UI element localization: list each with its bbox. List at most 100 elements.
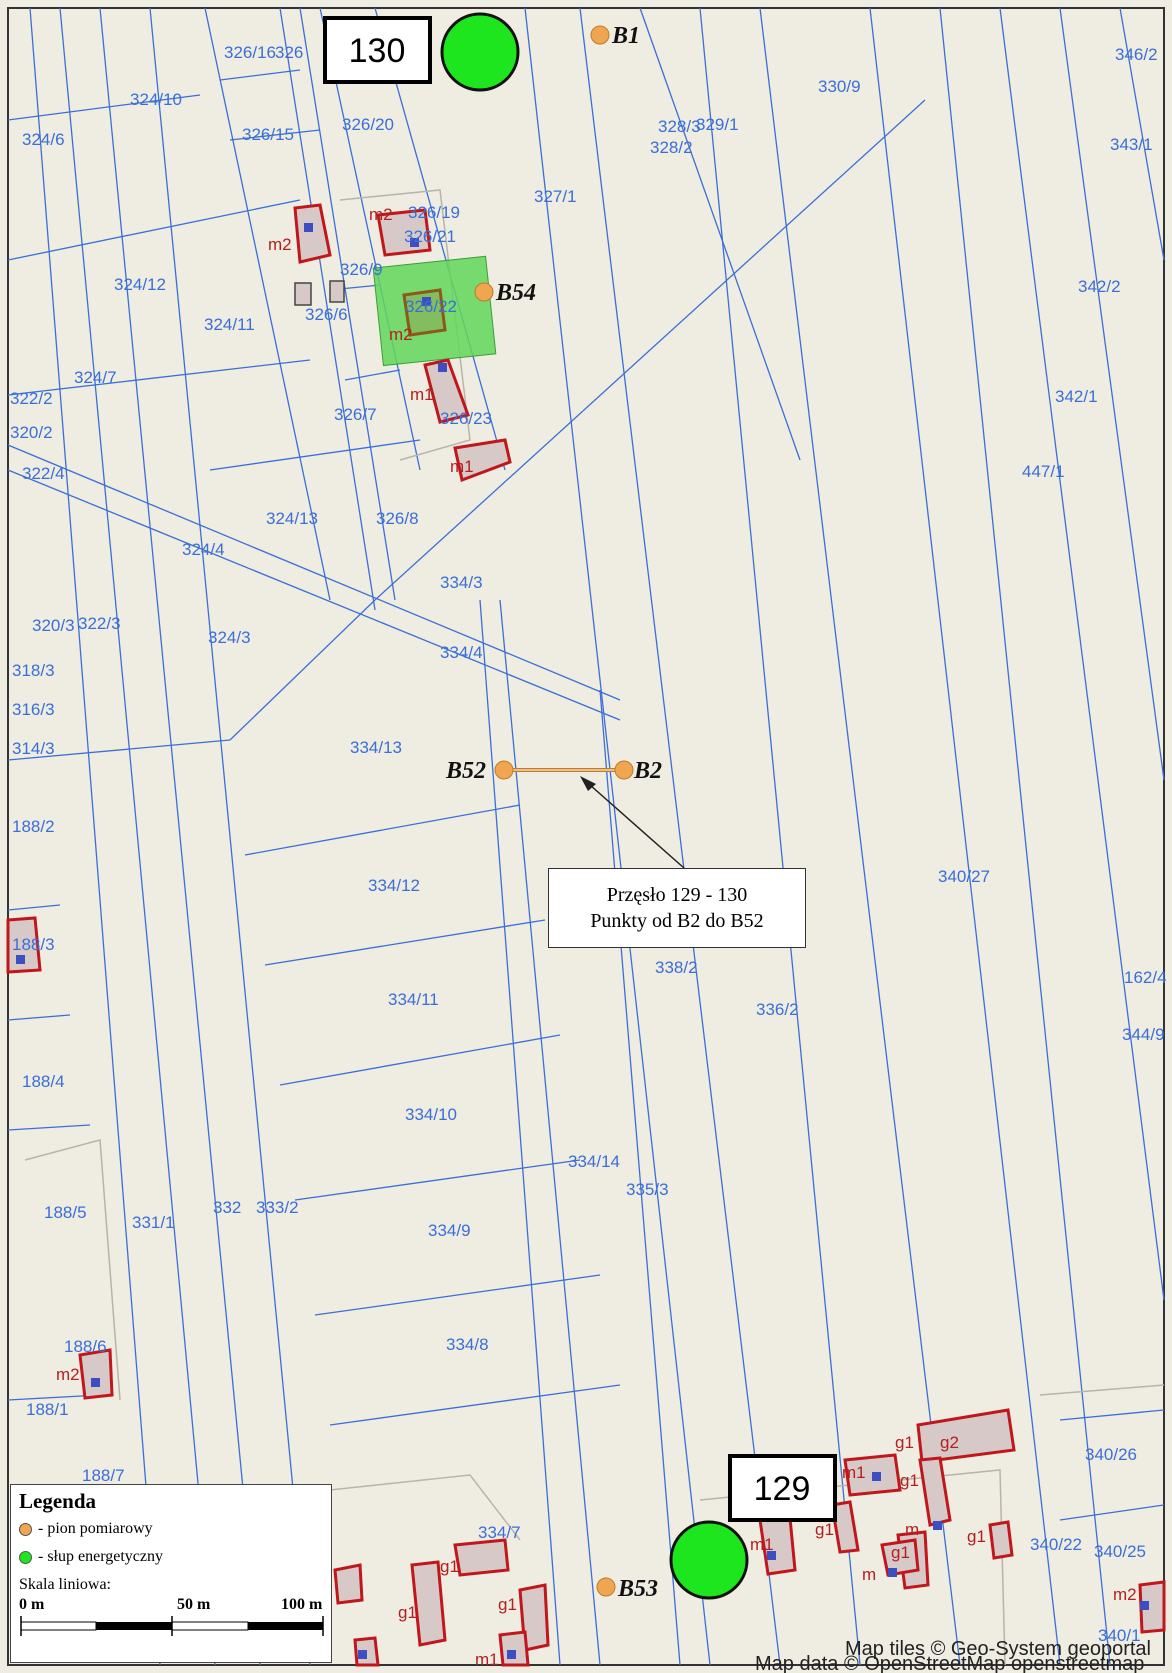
measurement-points[interactable]	[474, 25, 634, 1597]
parcel-label: 188/3	[12, 935, 55, 954]
scale-tick-50: 50 m	[177, 1596, 211, 1613]
parcel-label: 342/1	[1055, 387, 1098, 406]
measurement-point-b53[interactable]	[596, 1577, 616, 1597]
building-label: m2	[268, 235, 292, 254]
measurement-point-b54[interactable]	[474, 282, 494, 302]
parcel-label: 338/2	[655, 958, 698, 977]
measurement-point-labels: B1 B54 B52 B2 B53	[445, 23, 662, 1602]
parcel-label: 326/15	[242, 125, 294, 144]
callout-arrowhead	[580, 776, 596, 791]
parcel-label: 318/3	[12, 661, 55, 680]
parcel-label: 334/4	[440, 643, 483, 662]
map-frame	[7, 7, 1165, 1666]
building	[333, 1563, 364, 1605]
highlighted-parcel	[372, 255, 497, 367]
point-label-b52: B52	[445, 758, 486, 784]
parcel-label: 334/12	[368, 876, 420, 895]
building-label: m2	[389, 325, 413, 344]
parcel-label: 335/3	[626, 1180, 669, 1199]
legend-item-measurement-point: - pion pomiarowy	[19, 1520, 323, 1538]
building-label: m1	[750, 1535, 774, 1554]
power-pole-130[interactable]	[440, 12, 520, 92]
parcel-label: 343/1	[1110, 135, 1153, 154]
building	[518, 1583, 550, 1652]
parcel-label: 340/22	[1030, 1535, 1082, 1554]
parcel-label: 324/12	[114, 275, 166, 294]
parcel-label: 334/9	[428, 1221, 471, 1240]
point-label-b2: B2	[633, 758, 662, 784]
scale-bar	[20, 1616, 324, 1636]
parcel-label: 188/1	[26, 1400, 69, 1419]
legend-item-label: - pion pomiarowy	[38, 1520, 153, 1537]
power-pole-129[interactable]	[669, 1520, 749, 1600]
parcel-label: 336/2	[756, 1000, 799, 1019]
building	[453, 438, 512, 483]
parcel-label: 328/3	[658, 117, 701, 136]
parcel-label: 331/1	[132, 1213, 175, 1232]
building-markers	[16, 223, 1149, 1659]
parcel-label: 320/2	[10, 423, 53, 442]
parcel-label: 324/11	[204, 315, 255, 334]
building	[402, 288, 447, 337]
parcel-label: 333/2	[256, 1198, 299, 1217]
parcel-label: 324/4	[182, 540, 225, 559]
parcel-label: 334/14	[568, 1152, 620, 1171]
parcel-label: 328/2	[650, 138, 693, 157]
parcel-label: 342/2	[1078, 277, 1121, 296]
scale-ticks: 0 m 50 m 100 m	[19, 1594, 323, 1616]
parcel-label: 326/20	[342, 115, 394, 134]
measurement-point-b52[interactable]	[494, 760, 514, 780]
parcel-label: 322/3	[78, 614, 121, 633]
parcel-label: 314/3	[12, 739, 55, 758]
building-label: m	[862, 1565, 876, 1584]
legend-item-power-pole: - słup energetyczny	[19, 1548, 323, 1566]
parcel-label: 346/2	[1115, 45, 1158, 64]
parcel-label: 334/11	[388, 990, 439, 1009]
building-label: m1	[410, 385, 434, 404]
parcel-label: 188/2	[12, 817, 55, 836]
parcel-label: 329/1	[696, 115, 739, 134]
building	[880, 1538, 920, 1577]
measurement-point-b2[interactable]	[614, 760, 634, 780]
building	[423, 358, 470, 424]
parcel-label: 316/3	[12, 700, 55, 719]
parcel-label: 447/1	[1022, 462, 1065, 481]
parcel-label: 340/27	[938, 867, 990, 886]
parcel-label: 326/22	[405, 297, 457, 316]
building-label: m1	[475, 1650, 499, 1669]
parcel-label: 322/4	[22, 464, 65, 483]
callout-line-1: Przęsło 129 - 130	[606, 884, 748, 906]
legend-title: Legenda	[19, 1489, 97, 1513]
parcel-label: 326/21	[404, 227, 456, 246]
pole-label-129: 129	[754, 1470, 811, 1508]
legend: Legenda - pion pomiarowy - słup energety…	[10, 1484, 332, 1663]
buildings	[6, 203, 1166, 1667]
pole-label-box-129	[728, 1454, 837, 1522]
building-label: g1	[398, 1603, 417, 1622]
parcel-label: 326/6	[305, 305, 348, 324]
outbuildings	[294, 280, 345, 306]
parcel-label: 322/2	[10, 389, 53, 408]
point-label-b53: B53	[617, 1576, 658, 1602]
scale-tick-0: 0 m	[19, 1596, 45, 1613]
parcel-label: 320/3	[32, 616, 75, 635]
orange-dot-icon	[19, 1522, 32, 1536]
building-label: m2	[1113, 1585, 1137, 1604]
point-label-b1: B1	[611, 23, 640, 49]
building	[916, 1408, 1016, 1464]
scale-title: Skala liniowa:	[19, 1576, 111, 1593]
parcel-label: 188/7	[82, 1466, 125, 1485]
pole-label-box-130	[323, 16, 432, 84]
building-label: m1	[450, 457, 474, 476]
building	[293, 203, 332, 264]
parcel-label: 324/3	[208, 628, 251, 647]
building	[453, 1538, 510, 1577]
parcel-label: 326/9	[340, 260, 383, 279]
building	[1138, 1580, 1166, 1634]
attribution-tiles: Map tiles © Geo-System geoportal	[845, 1638, 1151, 1660]
building-label: g1	[440, 1557, 459, 1576]
measurement-point-b1[interactable]	[590, 25, 610, 45]
